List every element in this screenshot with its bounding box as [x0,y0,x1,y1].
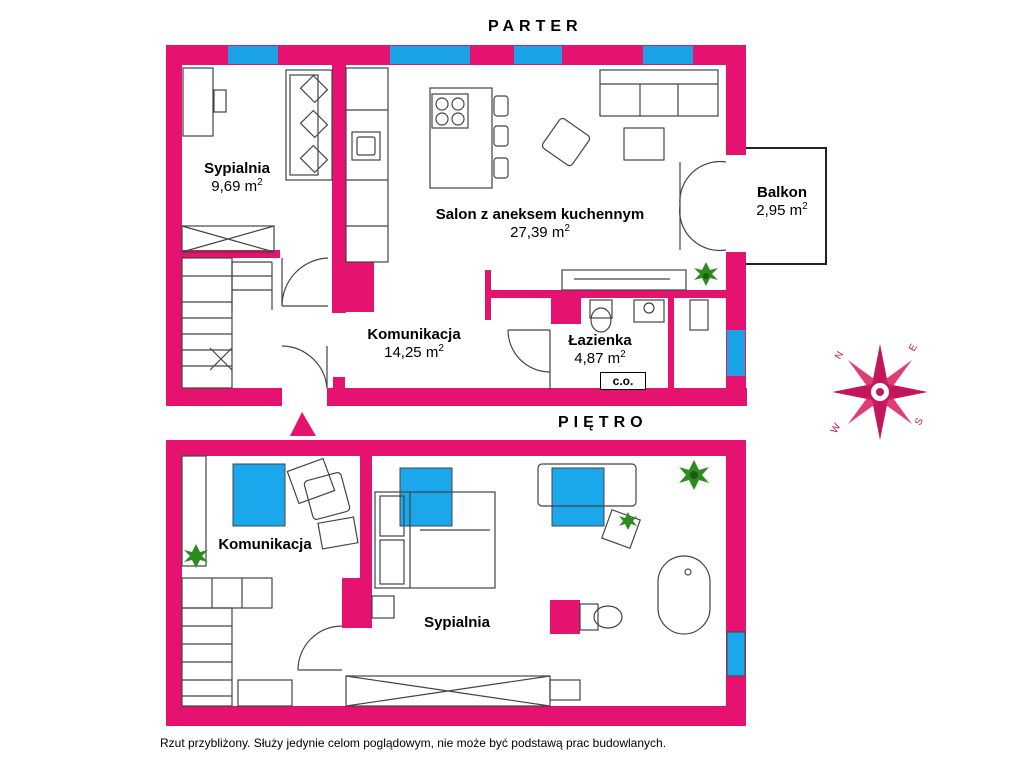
entrance-arrow-icon [290,412,316,436]
disclaimer-caption: Rzut przybliżony. Służy jedynie celom po… [160,736,667,750]
room-komunikacja-pietro: Komunikacja [218,536,312,553]
ground-floor-windows [228,46,745,376]
ground-floor-furniture [181,67,727,390]
room-area: 14,25 m2 [384,343,444,361]
room-name: Komunikacja [367,326,461,343]
co-label: c.o. [600,372,646,390]
compass-n: N [833,350,846,362]
room-area: 27,39 m2 [510,223,570,241]
room-area: 9,69 m2 [211,177,263,195]
room-komunikacja-parter: Komunikacja 14,25 m2 [356,326,472,361]
compass-e: E [907,342,920,354]
room-name: Łazienka [568,332,632,349]
plant-icons-upper [184,460,709,568]
ground-floor-walls [166,45,747,406]
room-area: 4,87 m2 [574,349,626,367]
room-name: Salon z aneksem kuchennym [435,206,645,223]
upper-floor-windows [232,463,746,677]
plant-icon-ground [694,262,718,286]
ground-floor-title: PARTER [488,18,583,35]
compass-s: S [913,416,926,428]
room-sypialnia-pietro: Sypialnia [424,614,490,631]
upper-floor-furniture [181,455,711,707]
room-name: Sypialnia [204,160,270,177]
compass-w: W [829,421,844,435]
room-name: Balkon [756,184,807,201]
room-area: 2,95 m2 [756,201,808,219]
balcony [746,147,827,265]
upper-floor-title: PIĘTRO [558,414,648,431]
room-sypialnia-parter: Sypialnia 9,69 m2 [192,160,282,195]
room-balkon: Balkon 2,95 m2 [746,184,818,219]
room-lazienka: Łazienka 4,87 m2 [560,332,640,367]
compass-rose-icon: N E W S [829,342,928,440]
room-salon: Salon z aneksem kuchennym 27,39 m2 [420,206,660,241]
